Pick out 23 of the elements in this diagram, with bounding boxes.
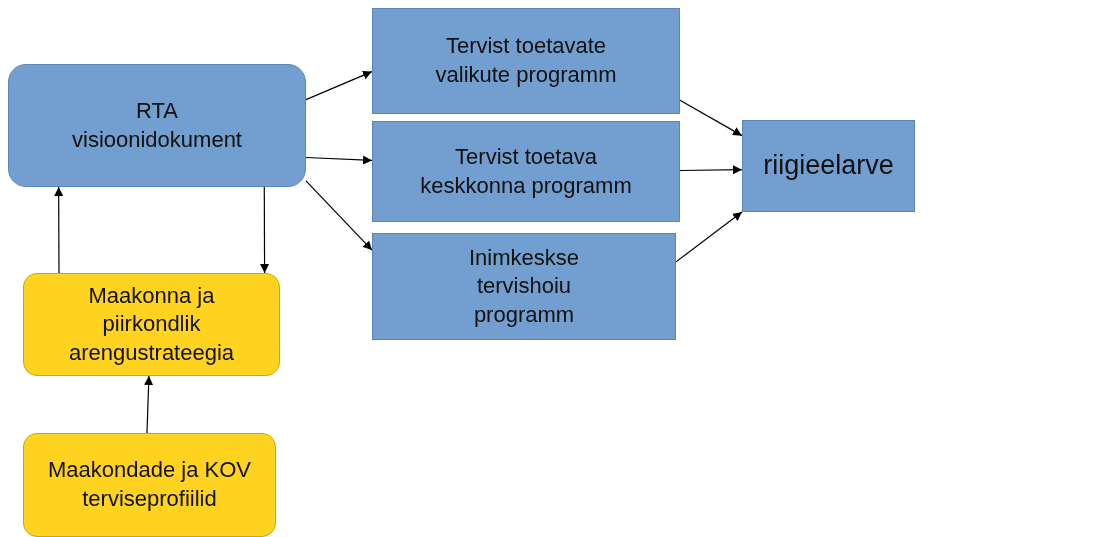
arrow	[305, 71, 373, 101]
rounded-box	[23, 273, 280, 376]
process-box	[742, 120, 915, 212]
node-label: Tervist toetava keskkonna programm	[419, 142, 633, 200]
node-label: riigieelarve	[763, 149, 894, 183]
node-label: Tervist toetavate valikute programm	[434, 32, 618, 89]
node-label: Maakondade ja KOV terviseprofiilid	[47, 456, 252, 513]
arrow	[144, 375, 154, 434]
process-box	[372, 233, 676, 340]
rounded-box	[23, 433, 276, 537]
node-label: Maakonna ja piirkondlik arengustrateegia	[67, 281, 236, 367]
process-box	[372, 121, 680, 222]
arrow	[679, 99, 743, 137]
arrow	[305, 155, 373, 165]
arrow	[305, 180, 373, 251]
process-box	[372, 8, 680, 114]
arrow	[54, 186, 64, 274]
arrow	[679, 165, 743, 175]
arrow	[260, 186, 270, 274]
arrow	[675, 211, 743, 263]
node-label: Inimkeskse tervishoiu programm	[467, 243, 580, 329]
node-label: RTA visioonidokument	[71, 96, 243, 154]
rounded-box	[8, 64, 306, 187]
